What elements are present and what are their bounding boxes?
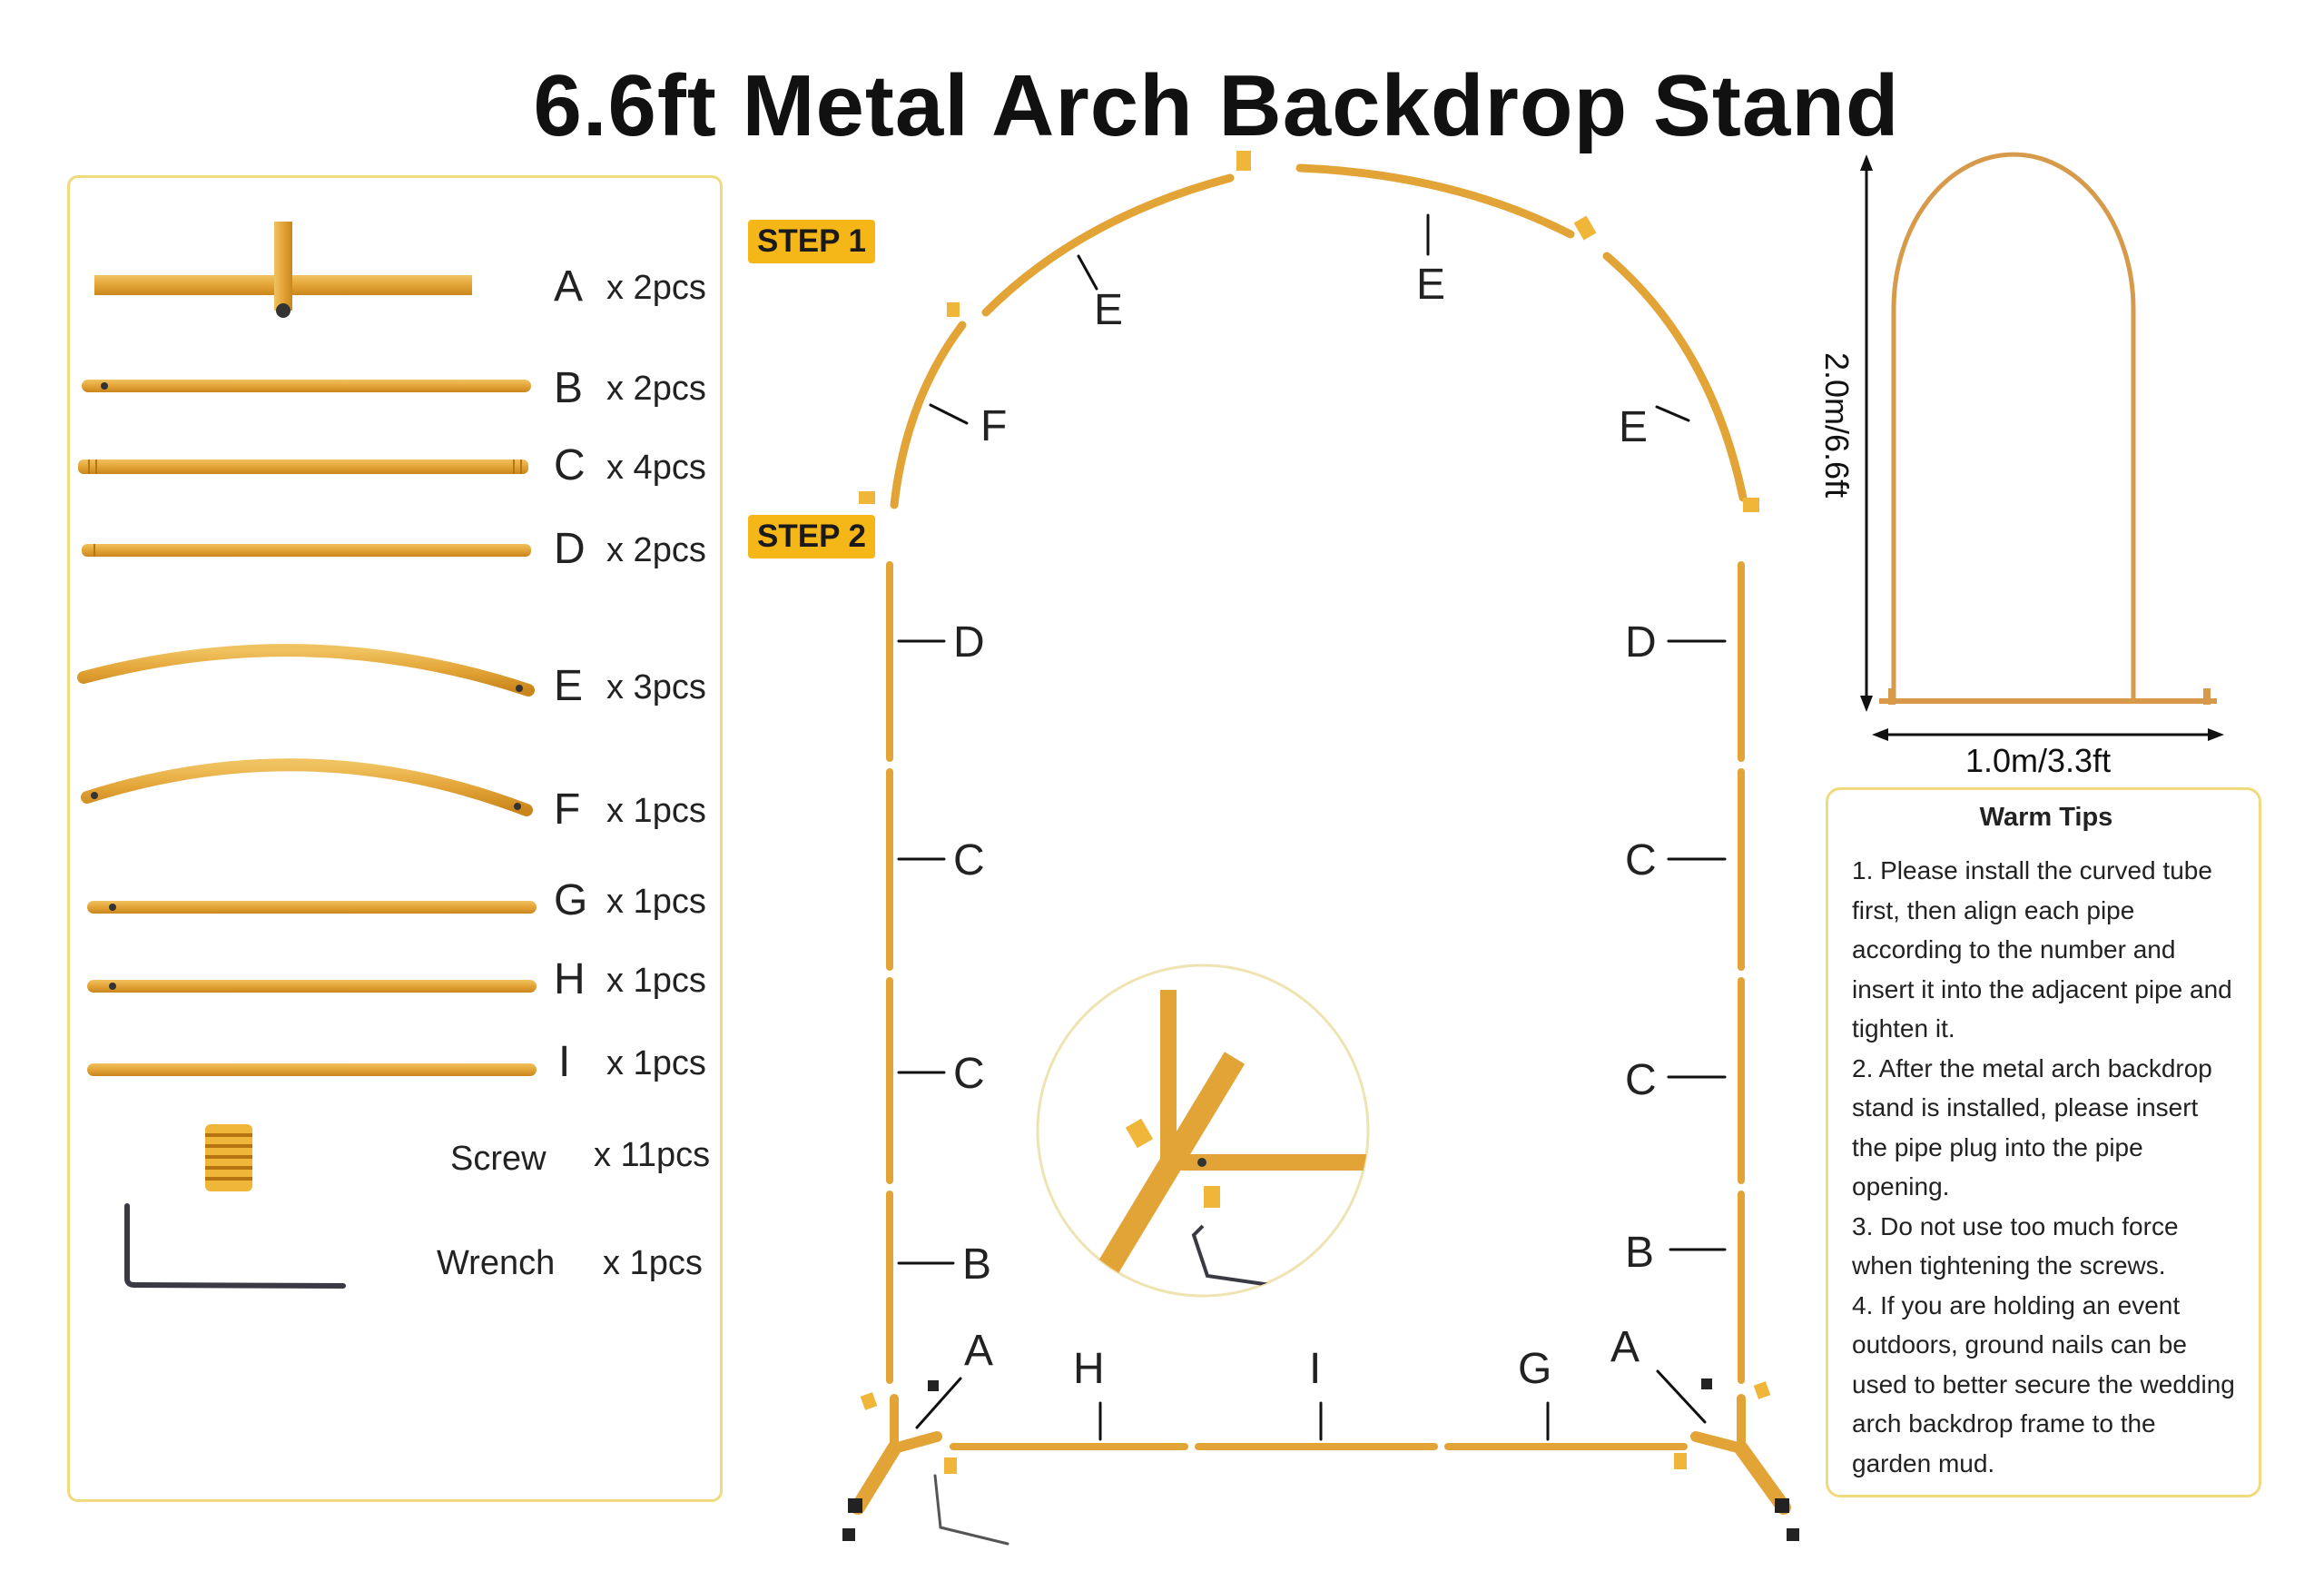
callout-c-left-1: C xyxy=(953,836,985,884)
part-qty-i: x 1pcs xyxy=(606,1044,706,1082)
callout-e-right: E xyxy=(1619,403,1649,451)
callout-c-right-2: C xyxy=(1625,1056,1657,1104)
callout-b-left: B xyxy=(962,1240,992,1289)
callout-h: H xyxy=(1073,1345,1105,1393)
tip-item: 2. After the metal arch backdrop stand i… xyxy=(1852,1053,2212,1201)
part-f-drawing xyxy=(81,758,533,816)
part-label-g: G xyxy=(554,876,588,924)
part-qty-screw: x 11pcs xyxy=(594,1136,711,1174)
part-h-drawing xyxy=(87,980,537,993)
parts-list-panel xyxy=(67,175,723,1502)
part-qty-d: x 2pcs xyxy=(606,531,706,569)
callout-a-right: A xyxy=(1610,1323,1640,1371)
part-qty-c: x 4pcs xyxy=(606,449,706,487)
part-g-drawing xyxy=(87,901,537,914)
part-label-d: D xyxy=(554,525,586,573)
part-e-drawing xyxy=(77,644,535,697)
part-label-f: F xyxy=(554,786,581,834)
part-qty-e: x 3pcs xyxy=(606,668,706,707)
part-label-screw: Screw xyxy=(450,1140,547,1178)
part-qty-a: x 2pcs xyxy=(606,269,706,307)
step-1-badge: STEP 1 xyxy=(748,220,875,263)
part-qty-f: x 1pcs xyxy=(606,792,706,830)
part-b-drawing xyxy=(82,380,531,392)
warm-tips-box: Warm Tips 1. Please install the curved t… xyxy=(1826,787,2261,1497)
dimension-height: 2.0m/6.6ft xyxy=(1818,352,1856,499)
part-qty-wrench: x 1pcs xyxy=(603,1244,703,1282)
callout-c-right-1: C xyxy=(1625,836,1657,884)
part-qty-g: x 1pcs xyxy=(606,883,706,921)
callout-c-left-2: C xyxy=(953,1050,985,1098)
part-label-wrench: Wrench xyxy=(437,1244,556,1282)
callout-g: G xyxy=(1518,1345,1552,1393)
warm-tips-title: Warm Tips xyxy=(1979,803,2113,832)
step-2-badge: STEP 2 xyxy=(748,515,875,558)
callout-i: I xyxy=(1309,1345,1322,1393)
callout-d-left: D xyxy=(953,618,985,667)
joint-detail-magnifier xyxy=(1036,963,1370,1298)
tip-item: 4. If you are holding an event outdoors,… xyxy=(1852,1290,2235,1477)
wrench-icon xyxy=(124,1203,346,1289)
callout-b-right: B xyxy=(1625,1229,1655,1277)
part-d-drawing xyxy=(82,544,531,557)
dimension-width: 1.0m/3.3ft xyxy=(1965,742,2112,779)
callout-f: F xyxy=(980,402,1008,450)
part-label-e: E xyxy=(554,662,584,710)
part-label-h: H xyxy=(554,955,586,1003)
callout-e-top: E xyxy=(1416,261,1446,309)
screw-icon xyxy=(205,1124,252,1191)
dimension-schematic xyxy=(1860,152,2224,741)
part-qty-h: x 1pcs xyxy=(606,962,706,1000)
part-label-i: I xyxy=(558,1038,571,1086)
callout-e-left: E xyxy=(1094,286,1124,334)
callout-a-left: A xyxy=(964,1327,994,1375)
tip-item: 3. Do not use too much force when tighte… xyxy=(1852,1211,2179,1280)
part-label-a: A xyxy=(554,262,584,311)
part-label-c: C xyxy=(554,441,586,489)
tip-item: 1. Please install the curved tube first,… xyxy=(1852,856,2232,1042)
part-a-drawing xyxy=(94,222,472,318)
callout-d-right: D xyxy=(1625,618,1657,667)
part-label-b: B xyxy=(554,364,584,412)
page-title: 6.6ft Metal Arch Backdrop Stand xyxy=(533,57,1900,154)
arch-assembly xyxy=(842,151,1799,1546)
part-i-drawing xyxy=(87,1063,537,1076)
part-c-drawing xyxy=(78,459,528,474)
part-qty-b: x 2pcs xyxy=(606,370,706,408)
